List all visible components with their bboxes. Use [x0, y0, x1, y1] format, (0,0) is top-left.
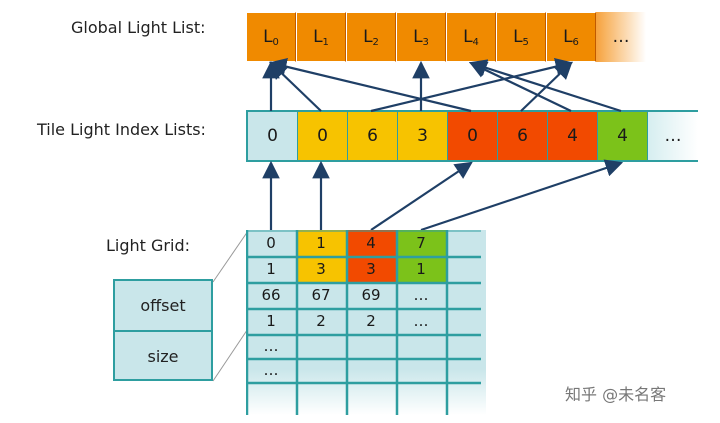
grid-cell: 69: [361, 286, 381, 304]
tile-index-cell: 0: [248, 112, 298, 160]
grid-cell: 66: [261, 286, 281, 304]
light-grid-label: Light Grid:: [106, 236, 190, 255]
grid-cell: 2: [366, 312, 376, 330]
global-light-name: L: [463, 27, 473, 47]
grid-cell: 0: [246, 230, 296, 256]
callout-leader-line: [212, 230, 249, 283]
grid-cell: 2: [316, 312, 326, 330]
tile-index-cell: 0: [298, 112, 348, 160]
global-light-name: L: [263, 27, 273, 47]
global-light-subscript: 6: [572, 36, 579, 48]
global-light-subscript: 3: [422, 36, 429, 48]
grid-cell: 1: [396, 256, 446, 282]
watermark: 知乎 @未名客: [565, 385, 667, 404]
tile-index-cell: 4: [548, 112, 598, 160]
tile-to-light-arrow: [469, 61, 572, 112]
offset-label: offset: [115, 281, 211, 332]
global-light-subscript: 5: [522, 36, 529, 48]
global-light-name: L: [513, 27, 523, 47]
grid-cell: …: [413, 312, 429, 330]
grid-cell: 1: [266, 312, 276, 330]
global-light-subscript: 2: [372, 36, 379, 48]
grid-cell: 67: [311, 286, 331, 304]
tile-index-cell: …: [648, 112, 698, 160]
global-light-subscript: 1: [322, 36, 329, 48]
grid-cell: …: [413, 286, 429, 304]
global-light-name: …: [612, 27, 630, 47]
global-light-subscript: 0: [272, 36, 279, 48]
global-light-subscript: 4: [472, 36, 479, 48]
tile-to-light-arrow: [269, 61, 322, 112]
tile-index-cell: 6: [348, 112, 398, 160]
grid-lines: [246, 230, 481, 415]
global-light-name: L: [363, 27, 373, 47]
global-light-name: L: [563, 27, 573, 47]
grid-to-tile-arrow: [370, 161, 473, 231]
grid-to-tile-arrow: [420, 159, 624, 232]
tile-to-light-arrow: [468, 59, 622, 113]
tile-to-light-arrow: [520, 61, 573, 112]
tile-index-cell: 6: [498, 112, 548, 160]
grid-cell: 3: [296, 256, 346, 282]
grid-cell: 1: [296, 230, 346, 256]
tile-index-cell: 3: [398, 112, 448, 160]
grid-cell: 7: [396, 230, 446, 256]
tile-to-light-arrow: [268, 58, 472, 113]
size-label: size: [147, 347, 179, 366]
grid-cell: 3: [346, 256, 396, 282]
tile-index-cell: 0: [448, 112, 498, 160]
grid-cell: 4: [346, 230, 396, 256]
grid-cell: …: [263, 361, 279, 379]
tile-light-index-lists-label: Tile Light Index Lists:: [37, 120, 206, 139]
global-light-list-label: Global Light List:: [71, 18, 206, 37]
global-light-cell: …: [596, 12, 646, 62]
tile-to-light-arrow: [370, 58, 574, 113]
global-light-name: L: [413, 27, 423, 47]
global-light-name: L: [313, 27, 323, 47]
tile-index-cell: 4: [598, 112, 648, 160]
grid-cell: …: [263, 337, 279, 355]
grid-cell: 1: [246, 256, 296, 282]
offset-size-callout: offset size: [113, 279, 213, 381]
